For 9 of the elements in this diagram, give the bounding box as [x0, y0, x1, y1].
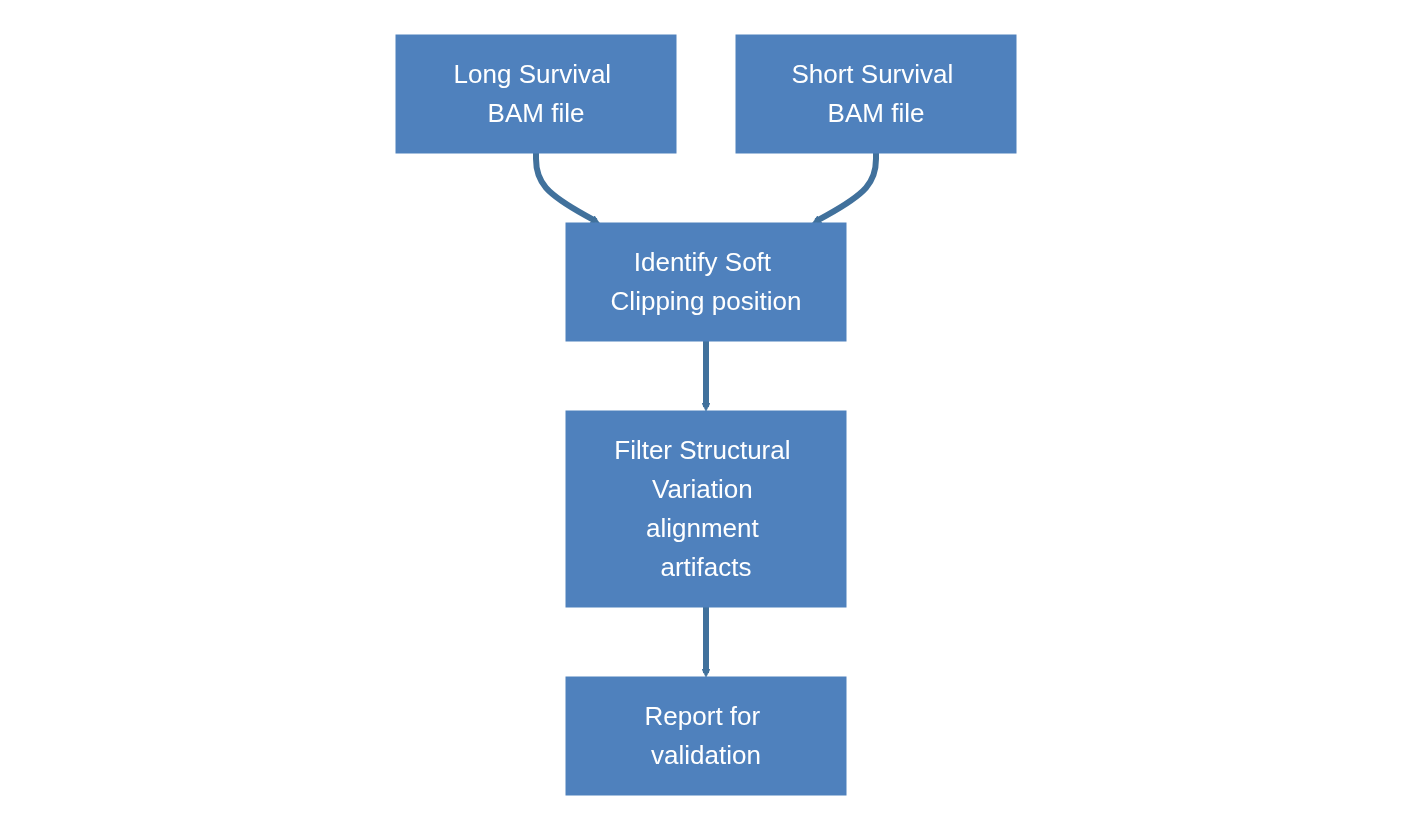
- node-box: Long Survival BAM file: [395, 34, 677, 153]
- arrow: [701, 606, 711, 677]
- arrow: [812, 152, 879, 224]
- node-box: Filter Structural Variation alignment artifacts: [565, 410, 847, 607]
- arrow: [701, 340, 711, 411]
- node-box: Short Survival BAM file: [735, 34, 1017, 153]
- arrow: [533, 152, 600, 224]
- node-box: Report for validation: [565, 676, 847, 795]
- node-box: Identify Soft Clipping position: [565, 222, 847, 341]
